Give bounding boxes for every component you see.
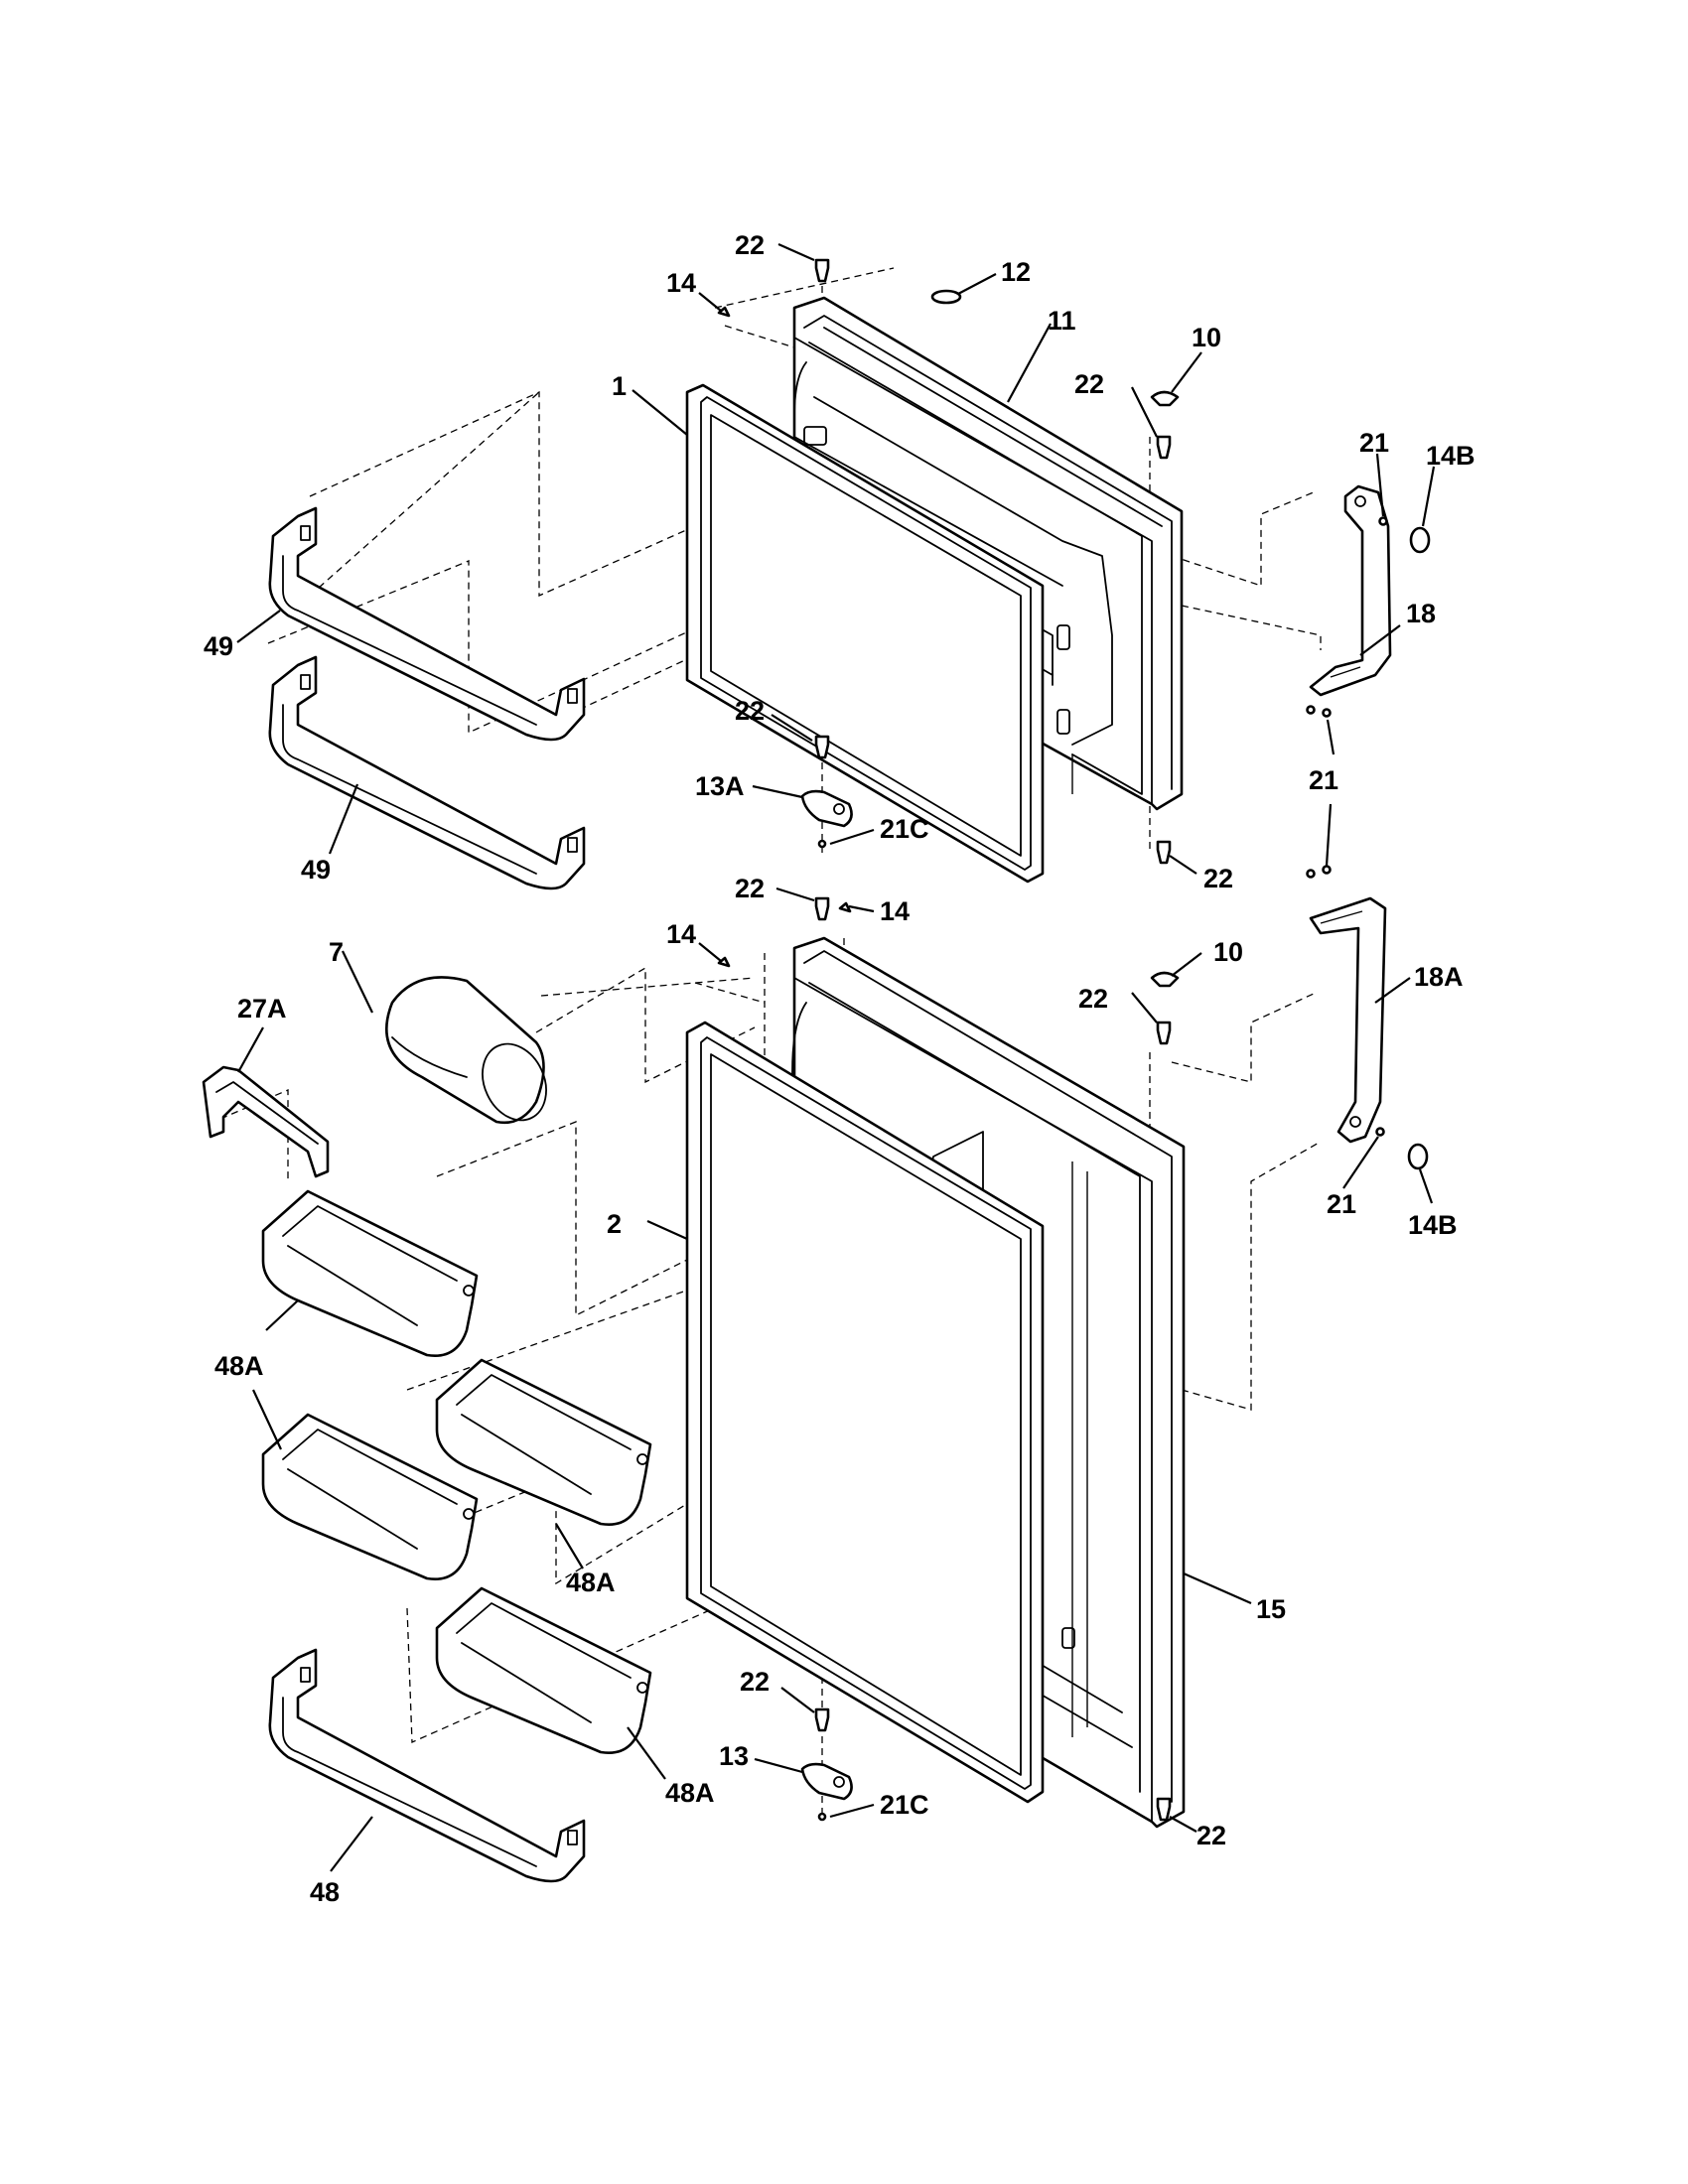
callout-leader-lines [236, 242, 1436, 1872]
callout-21: 21 [1309, 765, 1338, 795]
callout-14b: 14B [1408, 1210, 1458, 1240]
callout-10: 10 [1213, 937, 1243, 967]
callout-22: 22 [735, 874, 765, 903]
door-shelf-49-lower [268, 655, 586, 890]
hardware-fasteners [717, 258, 1431, 1822]
callout-labels: 22 14 12 11 10 22 1 21 14B 18 49 22 21 1… [204, 230, 1476, 1907]
callout-18a: 18A [1414, 962, 1464, 992]
hinge-13a [800, 789, 853, 828]
callout-15: 15 [1256, 1594, 1286, 1624]
callout-22: 22 [1074, 369, 1104, 399]
door-bin-48a-4 [435, 1586, 652, 1755]
callout-22: 22 [1196, 1821, 1226, 1850]
hinge-13 [800, 1762, 853, 1801]
freezer-door-gasket [685, 383, 1045, 884]
callout-11: 11 [1048, 306, 1076, 336]
callout-21c: 21C [880, 814, 929, 844]
door-bin-48a-2 [435, 1358, 652, 1527]
door-bin-48a-3 [261, 1413, 479, 1581]
callout-14: 14 [666, 919, 696, 949]
callout-48a: 48A [566, 1568, 616, 1597]
callout-22: 22 [1078, 984, 1108, 1014]
callout-1: 1 [612, 371, 627, 401]
dairy-cover-7 [384, 976, 547, 1125]
callout-48a: 48A [665, 1778, 715, 1808]
callout-14b: 14B [1426, 441, 1476, 471]
callout-21: 21 [1327, 1189, 1356, 1219]
door-shelf-48 [268, 1648, 586, 1883]
callout-13: 13 [719, 1741, 749, 1771]
callout-21c: 21C [880, 1790, 929, 1820]
callout-22: 22 [1203, 864, 1233, 893]
door-bin-48a-1 [261, 1189, 479, 1358]
callout-21: 21 [1359, 428, 1389, 458]
callout-27a: 27A [237, 994, 287, 1024]
handle-18 [1309, 484, 1392, 697]
callout-49: 49 [204, 631, 233, 661]
callout-49: 49 [301, 855, 331, 885]
callout-10: 10 [1192, 323, 1221, 352]
callout-7: 7 [329, 937, 344, 967]
bin-cover-27a [202, 1065, 330, 1178]
handle-18a [1309, 896, 1387, 1144]
callout-22: 22 [735, 696, 765, 726]
callout-48: 48 [310, 1877, 340, 1907]
callout-14: 14 [880, 896, 910, 926]
door-shelf-49-upper [268, 506, 586, 742]
callout-18: 18 [1406, 599, 1436, 628]
callout-13a: 13A [695, 771, 745, 801]
fresh-food-door-gasket [685, 1021, 1045, 1804]
callout-12: 12 [1001, 257, 1031, 287]
callout-14: 14 [666, 268, 696, 298]
callout-22: 22 [735, 230, 765, 260]
callout-22: 22 [740, 1667, 770, 1697]
callout-2: 2 [607, 1209, 622, 1239]
callout-48a: 48A [214, 1351, 264, 1381]
